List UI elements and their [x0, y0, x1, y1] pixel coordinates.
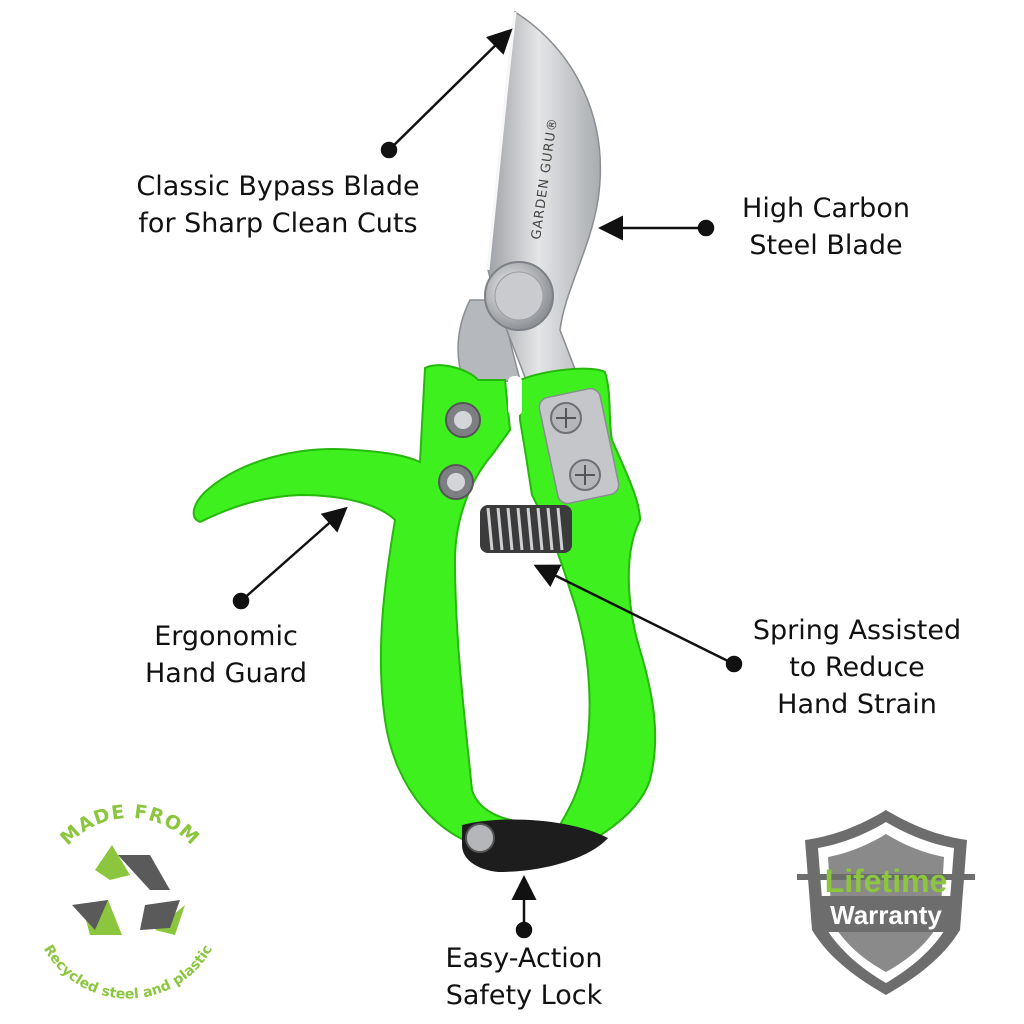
callout-spring: Spring Assisted to Reduce Hand Strain: [730, 612, 984, 723]
warranty-line1: Lifetime: [825, 863, 948, 899]
safety-lock: [462, 819, 608, 872]
spring-coil: [480, 505, 572, 553]
callout-carbon-steel-line1: High Carbon: [742, 193, 910, 224]
callout-bypass-blade-line1: Classic Bypass Blade: [136, 171, 420, 202]
right-handle: [519, 367, 657, 848]
callout-hand-guard-line1: Ergonomic: [154, 621, 298, 652]
callout-carbon-steel: High Carbon Steel Blade: [716, 190, 936, 264]
handle-bolts: [438, 387, 620, 505]
callout-spring-line3: Hand Strain: [777, 689, 937, 720]
spring-leader: [533, 564, 735, 666]
recycle-icon: [72, 845, 185, 935]
callout-bypass-blade: Classic Bypass Blade for Sharp Clean Cut…: [110, 168, 446, 242]
callout-hand-guard: Ergonomic Hand Guard: [120, 618, 332, 692]
callout-spring-line2: to Reduce: [789, 652, 925, 683]
bypass-blade-leader: [388, 28, 513, 151]
callout-safety-lock: Easy-Action Safety Lock: [420, 940, 628, 1014]
callout-carbon-steel-line2: Steel Blade: [749, 230, 903, 261]
warranty-line2: Warranty: [830, 900, 942, 930]
hand-guard-leader: [240, 506, 348, 602]
shield-icon: [797, 810, 975, 995]
callout-bypass-blade-line2: for Sharp Clean Cuts: [138, 208, 418, 239]
callout-hand-guard-line2: Hand Guard: [144, 658, 308, 689]
callout-safety-lock-line1: Easy-Action: [445, 943, 603, 974]
callout-spring-line1: Spring Assisted: [752, 615, 962, 646]
callout-safety-lock-line2: Safety Lock: [445, 980, 603, 1011]
